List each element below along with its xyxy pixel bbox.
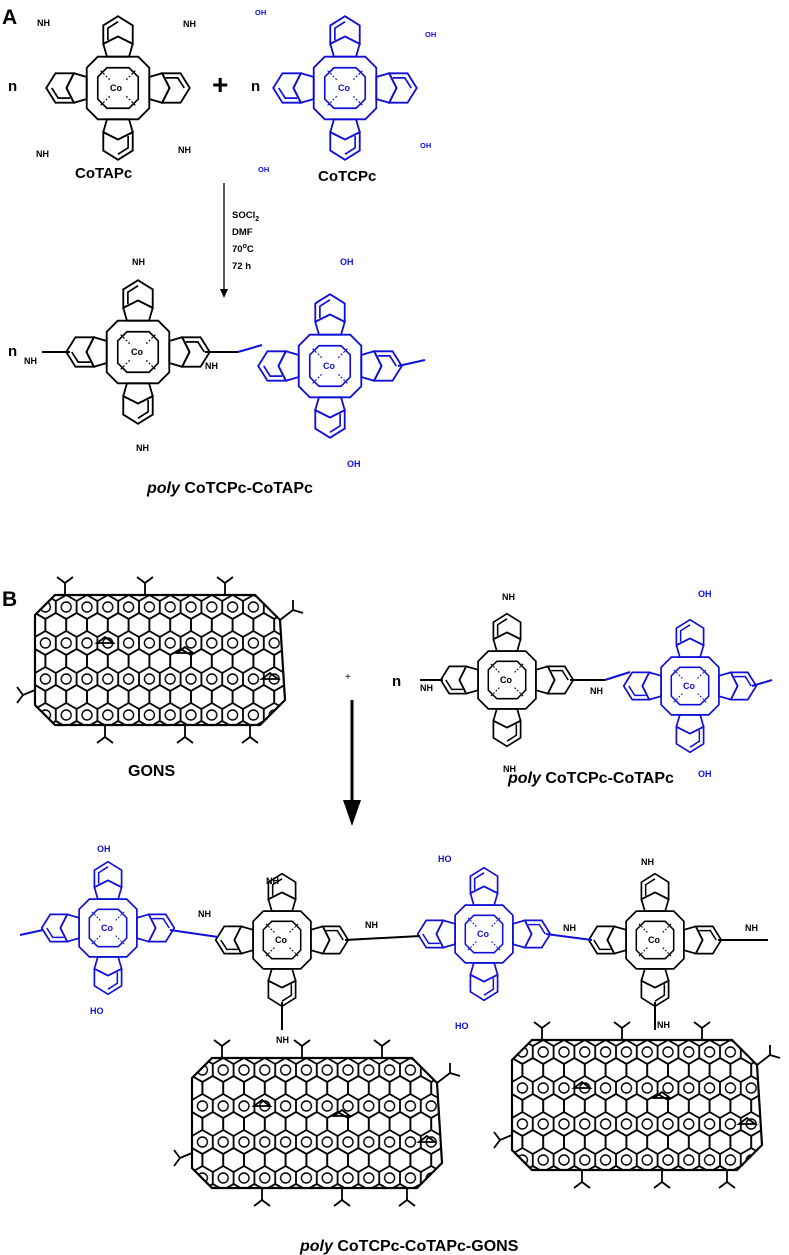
product-a-cobalt-black: Co (131, 347, 143, 357)
final-oh-1-bottom: HO (90, 1006, 104, 1016)
product-a-cobalt-blue: Co (323, 361, 335, 371)
cotcpc-oh-tl: OH (255, 8, 266, 17)
panel-b-oh-bottom: OH (698, 769, 712, 779)
reactant-b2-stoich: n (392, 673, 401, 690)
final-cobalt-4: Co (648, 935, 660, 945)
cotcpc-cobalt: Co (338, 83, 350, 93)
panel-b-label: B (2, 588, 17, 611)
panel-b-cobalt-blue: Co (683, 681, 695, 691)
reaction-arrow-b-head (343, 800, 361, 826)
product-a-atom-labels: Co Co NH NH NH NH OH OH (24, 257, 361, 469)
reaction-arrow-a-head (220, 289, 228, 298)
final-oh-1-top: OH (97, 844, 111, 854)
plus-sign-b: + (345, 672, 351, 683)
final-nh-link-3: NH (563, 923, 576, 933)
final-oh-3-top: HO (438, 854, 452, 864)
cotapc-nh2-bl: NH (36, 149, 49, 159)
carbonyl-link-a (237, 344, 263, 353)
final-gons-sheet-2 (492, 1020, 782, 1190)
cotcpc-name: CoTCPc (318, 168, 376, 185)
product-a-nh-link: NH (205, 361, 218, 371)
chain-end-right-b (751, 679, 773, 687)
reactant-b2-name: poly CoTCPc-CoTAPc (507, 770, 674, 787)
product-a-oh-bottom: OH (347, 459, 361, 469)
reactant-a2-stoich: n (251, 78, 260, 95)
cotapc-name: CoTAPc (75, 165, 132, 182)
plus-sign-a: + (212, 69, 228, 100)
cotapc-nh2-tl: NH (37, 18, 50, 28)
condition-time: 72 h (232, 261, 251, 272)
product-a-nh-left: NH (24, 356, 37, 366)
cotcpc-oh-tr: OH (425, 30, 436, 39)
reaction-conditions: SOCl2 DMF 70oC 72 h (232, 210, 259, 272)
final-cobalt-1: Co (101, 923, 113, 933)
carbonyl-link-b (604, 671, 631, 681)
cotapc-cobalt: Co (110, 83, 122, 93)
cotcpc-oh-bl: OH (258, 165, 269, 174)
final-nh-link-1: NH (198, 909, 211, 919)
gons-structure (15, 575, 305, 745)
final-nh2-2: NH (266, 876, 279, 886)
final-nh-gons-2: NH (657, 1020, 670, 1030)
panel-b-nh2-bottom: NH (503, 764, 516, 774)
panel-b-cobalt-black: Co (500, 675, 512, 685)
final-nh2-4: NH (641, 857, 654, 867)
cotcpc-oh-br: OH (420, 141, 431, 150)
panel-b-oh-top: OH (698, 589, 712, 599)
cotapc-atom-labels: Co NH NH NH NH (36, 18, 196, 159)
final-gons-sheet-1 (172, 1038, 462, 1208)
product-a-oh-top: OH (340, 257, 354, 267)
final-nh-end: NH (745, 923, 758, 933)
final-nh-link-2: NH (365, 920, 378, 930)
panel-b-nh-link: NH (590, 686, 603, 696)
product-a-nh2-top: NH (132, 257, 145, 267)
product-a-name: poly CoTCPc-CoTAPc (146, 480, 313, 497)
final-chain-links (19, 929, 768, 1030)
final-product-name: poly CoTCPc-CoTAPc-GONS (299, 1238, 519, 1255)
final-cobalt-2: Co (275, 935, 287, 945)
chain-end-right (397, 359, 426, 367)
product-a-stoich: n (8, 343, 17, 360)
cotapc-nh2-br: NH (178, 145, 191, 155)
product-a-nh2-bottom: NH (136, 443, 149, 453)
cotcpc-atom-labels: Co OH OH OH OH (255, 8, 436, 174)
condition-socl2: SOCl2 (232, 210, 259, 223)
cotapc-nh2-tr: NH (183, 19, 196, 29)
final-nh-gons-1: NH (276, 1035, 289, 1045)
condition-temperature: 70oC (232, 243, 254, 255)
gons-name: GONS (128, 763, 175, 780)
panel-b-nh2-top: NH (502, 592, 515, 602)
final-atom-labels: Co Co Co Co OH HO NH HO HO NH NH NH NH N… (90, 844, 758, 1045)
condition-dmf: DMF (232, 227, 253, 238)
final-cobalt-3: Co (477, 929, 489, 939)
panel-b-poly-atom-labels: Co Co NH NH NH NH OH OH (420, 589, 712, 779)
final-oh-3-bottom: HO (455, 1021, 469, 1031)
panel-b-nh-left: NH (420, 683, 433, 693)
panel-a-label: A (2, 6, 17, 29)
reactant-a1-stoich: n (8, 78, 17, 95)
